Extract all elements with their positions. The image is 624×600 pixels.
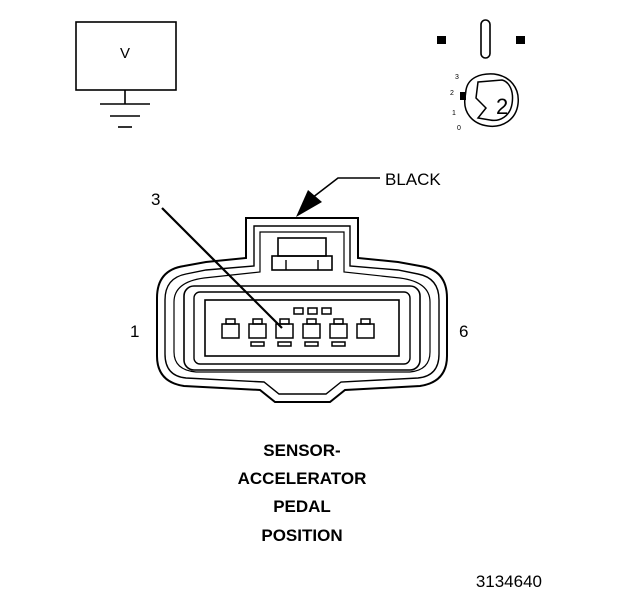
meter-symbol-label: V — [120, 45, 131, 62]
pin-cavity — [275, 318, 294, 347]
pin-callout-line — [161, 207, 283, 329]
title-line: POSITION — [261, 526, 343, 545]
pin-cavity — [356, 318, 375, 339]
pin-row — [221, 307, 375, 347]
pin-callout-number: 3 — [151, 190, 161, 209]
key-position-label: 0 — [457, 125, 461, 132]
key-position-label: 1 — [452, 110, 456, 117]
ignition-key-icon — [437, 19, 525, 128]
color-callout-arrow — [296, 177, 380, 217]
pin-cavity — [221, 318, 240, 339]
pin-cavity — [248, 318, 267, 347]
title-line: SENSOR- — [263, 441, 341, 460]
connector-color-label: BLACK — [385, 170, 441, 189]
title-line: PEDAL — [273, 497, 331, 516]
connector-body — [156, 217, 448, 403]
polarizing-slot — [293, 307, 304, 315]
polarizing-slot — [307, 307, 318, 315]
polarizing-slot — [321, 307, 332, 315]
pin-cavity — [302, 318, 321, 347]
figure-number: 3134640 — [475, 572, 542, 591]
key-position-label: 3 — [455, 74, 459, 81]
key-selected-position: 2 — [496, 94, 509, 119]
pin-cavity — [329, 318, 348, 347]
key-position-label: 2 — [450, 90, 454, 97]
pin-last-label: 6 — [459, 322, 469, 341]
pin-first-label: 1 — [130, 322, 140, 341]
title-line: ACCELERATOR — [237, 469, 367, 488]
voltmeter-symbol — [75, 21, 177, 128]
